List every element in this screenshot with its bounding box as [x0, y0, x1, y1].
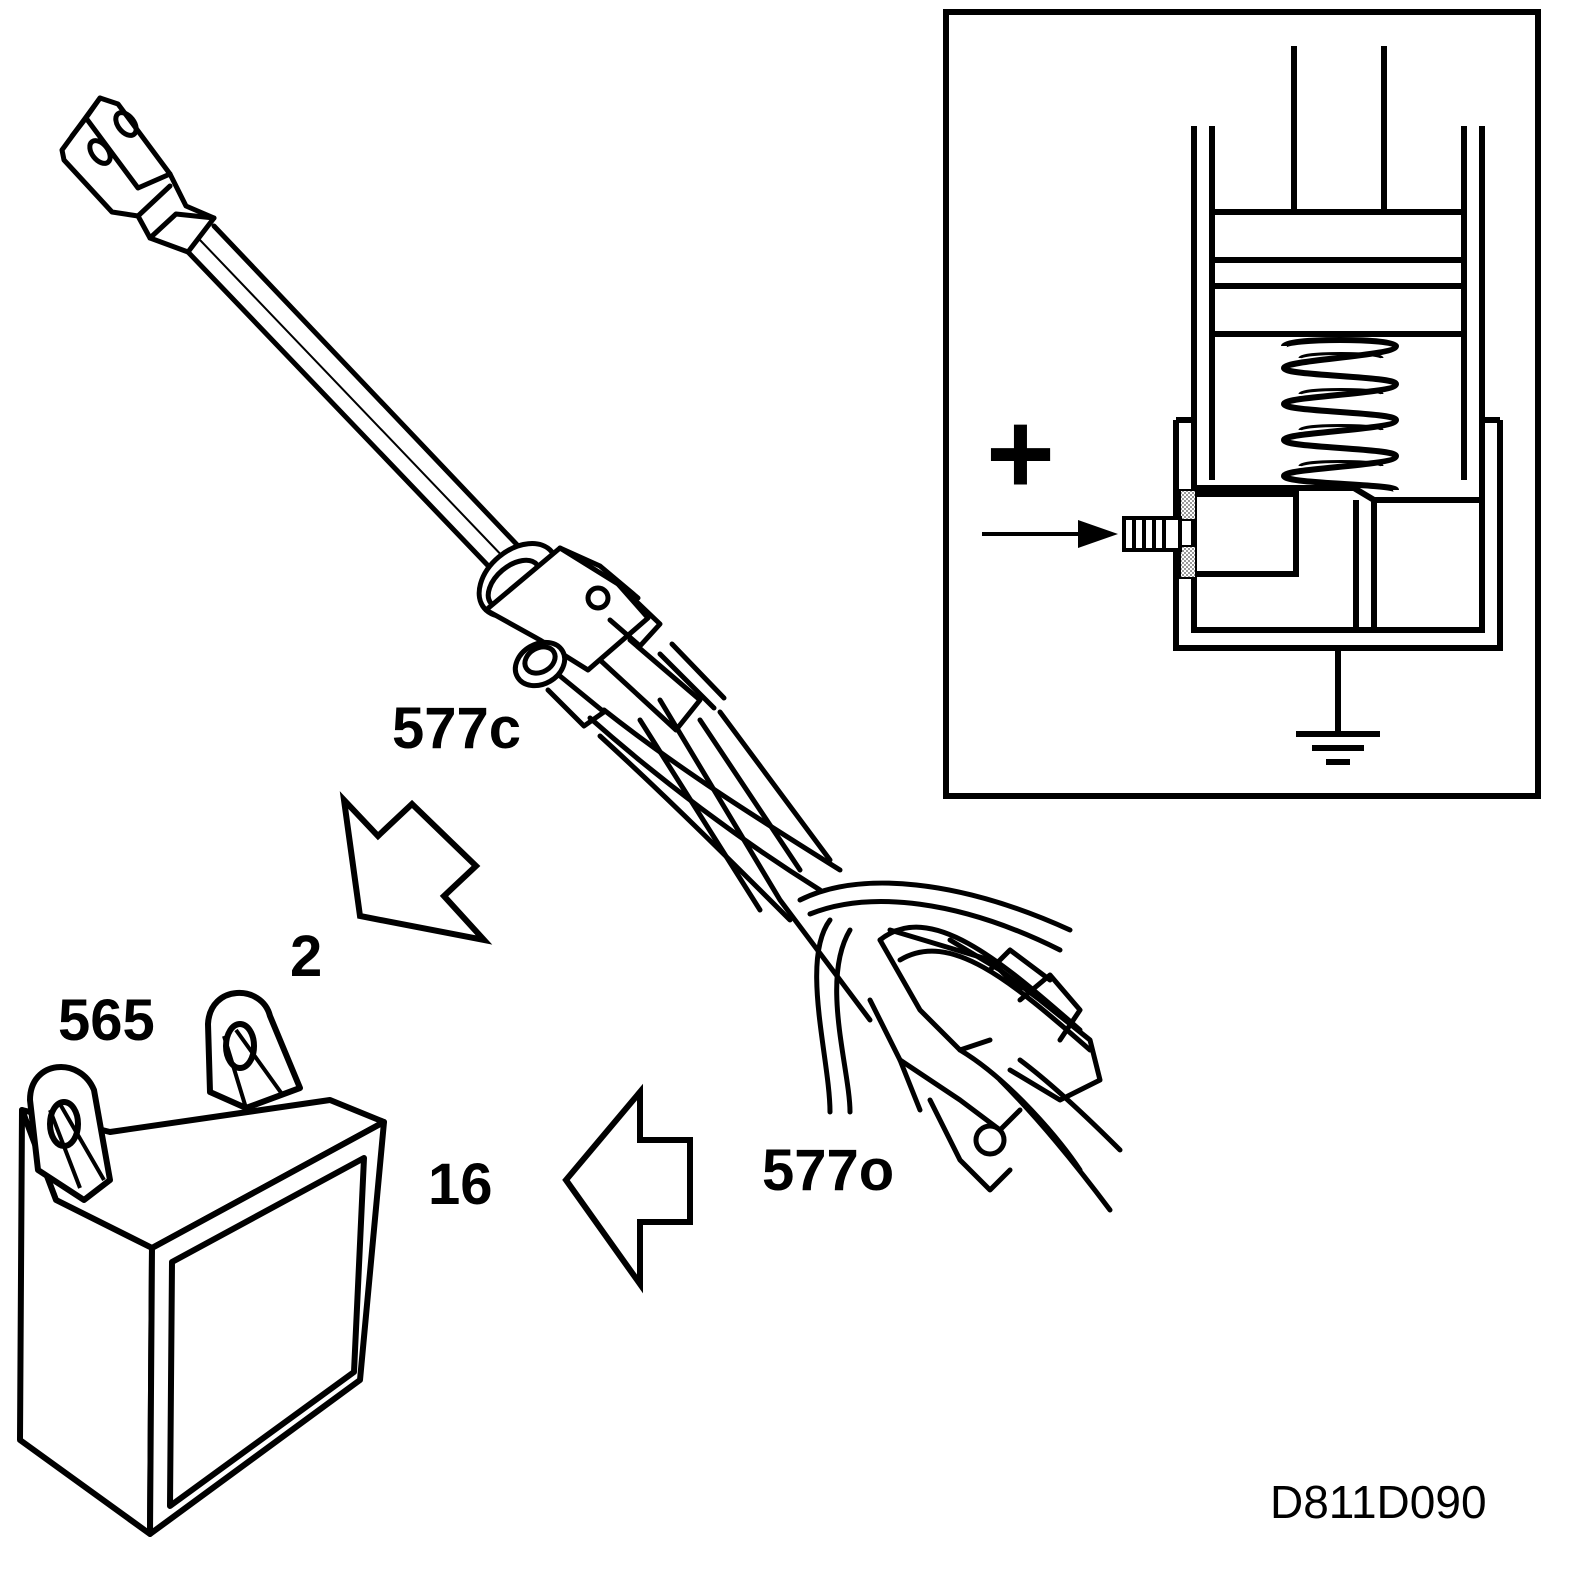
- sensor-housing: [476, 541, 727, 733]
- insulator-lower: [1179, 545, 1197, 579]
- spring-coil: [1281, 337, 1400, 493]
- label-component-565: 565: [58, 988, 155, 1053]
- sensor-shaft: [185, 223, 525, 577]
- drawing-code: D811D090: [1270, 1476, 1487, 1528]
- arrow-left-icon: [562, 1083, 693, 1294]
- label-step-16: 16: [428, 1152, 493, 1217]
- sensor-rod-assembly: [59, 95, 1123, 1213]
- inset-frame: [943, 9, 1541, 799]
- pointer-arrow-icon: [982, 520, 1118, 548]
- inset-schematic: +: [943, 9, 1541, 799]
- threaded-terminal: [1122, 516, 1182, 552]
- insulator-upper: [1179, 489, 1197, 521]
- cable-bundle: [587, 697, 873, 1023]
- label-sensor-open: 577o: [762, 1138, 894, 1203]
- connector-cluster: [797, 880, 1123, 1213]
- arrow-down-left-icon: [339, 791, 493, 945]
- component-565-box: [17, 990, 387, 1537]
- label-sensor-closed: 577c: [392, 696, 521, 761]
- ground-icon: [1296, 731, 1380, 765]
- clevis-connector: [59, 95, 217, 255]
- label-step-2: 2: [290, 924, 322, 989]
- polarity-plus: +: [986, 388, 1055, 520]
